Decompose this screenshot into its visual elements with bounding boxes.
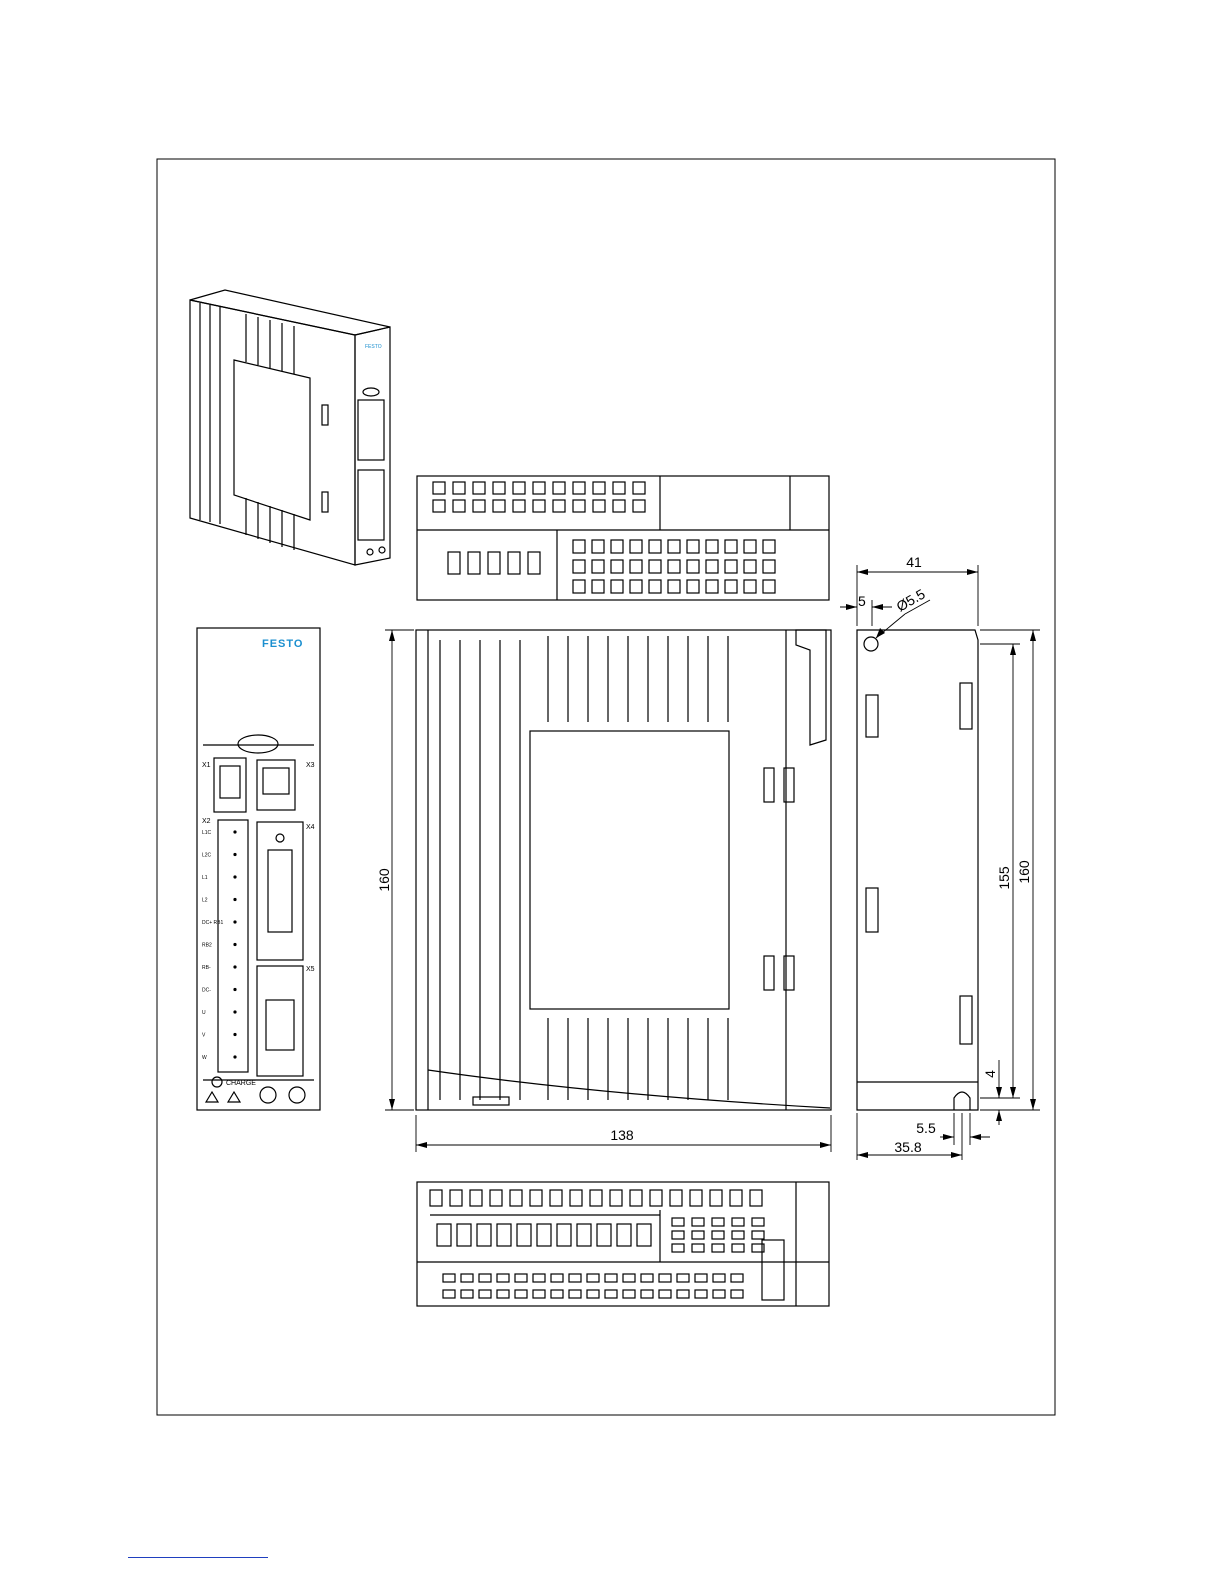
dimension-arrows — [389, 569, 1036, 1158]
top-view — [417, 476, 829, 600]
terminal-dot — [233, 920, 236, 923]
dim-hole-diameter: Ø5.5 — [894, 585, 928, 614]
terminal-label: L2C — [202, 853, 212, 859]
terminal-label: DC+ RB1 — [202, 920, 223, 926]
terminal-label: U — [202, 1010, 206, 1016]
terminal-dot — [233, 1033, 236, 1036]
dim-mount-depth: 35.8 — [894, 1139, 921, 1155]
terminal-label: W — [202, 1055, 207, 1061]
terminal-label: L2 — [202, 898, 208, 904]
isometric-view — [190, 290, 390, 565]
terminal-dot — [233, 853, 236, 856]
terminal-dot — [233, 830, 236, 833]
connector-x4-label: X4 — [306, 824, 315, 831]
terminal-label: RB2 — [202, 943, 212, 949]
connector-x1-label: X1 — [202, 762, 211, 769]
footer-rule — [128, 1557, 268, 1558]
side-view — [416, 630, 831, 1110]
dim-hole-offset: 5 — [858, 593, 866, 609]
connector-x2-label: X2 — [202, 818, 211, 825]
dim-height-left: 160 — [376, 868, 392, 892]
connector-x5-label: X5 — [306, 966, 315, 973]
front-logo: FESTO — [262, 638, 303, 650]
terminal-dot — [233, 898, 236, 901]
dim-mount-spacing: 155 — [996, 866, 1012, 890]
terminal-dot — [233, 875, 236, 878]
iso-logo: FESTO — [365, 344, 382, 350]
end-view — [857, 630, 978, 1110]
dim-slot-height: 4 — [982, 1070, 998, 1078]
terminal-dot — [233, 943, 236, 946]
bottom-view — [417, 1182, 829, 1306]
terminal-label: V — [202, 1033, 206, 1039]
charge-label: CHARGE — [226, 1080, 256, 1087]
terminal-label: L1 — [202, 875, 208, 881]
drawing-frame — [157, 159, 1055, 1415]
dimension-lines — [385, 565, 1040, 1160]
dim-height-right: 160 — [1016, 860, 1032, 884]
dim-width-bottom: 138 — [610, 1127, 634, 1143]
terminal-label: DC- — [202, 988, 211, 994]
connector-x3-label: X3 — [306, 762, 315, 769]
terminal-dot — [233, 1055, 236, 1058]
terminal-dot — [233, 1010, 236, 1013]
terminal-dot — [233, 988, 236, 991]
dim-slot-offset: 5.5 — [916, 1120, 936, 1136]
dim-depth-top: 41 — [906, 554, 922, 570]
terminal-label: L1C — [202, 830, 212, 836]
front-panel-view — [197, 628, 320, 1110]
terminal-dot — [233, 965, 236, 968]
terminal-label: RB- — [202, 965, 211, 971]
